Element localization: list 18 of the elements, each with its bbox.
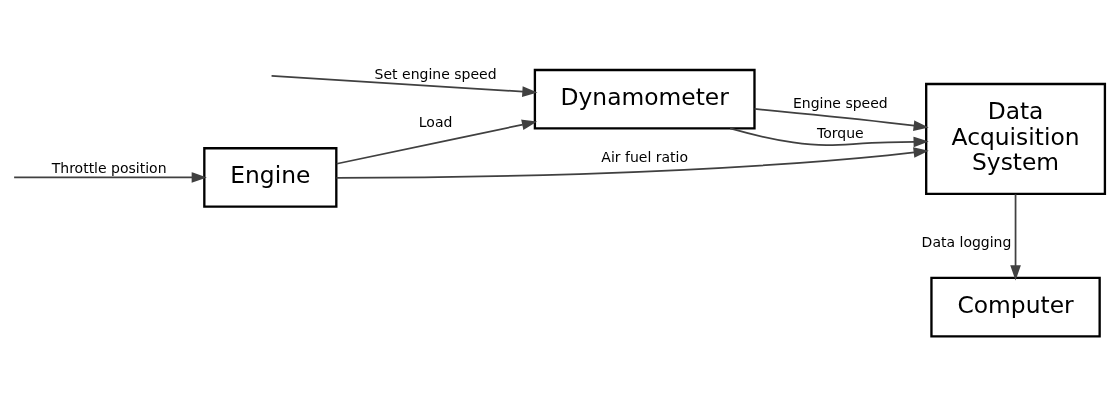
edge-label: Load <box>418 113 453 130</box>
edge-label: Set engine speed <box>374 65 497 82</box>
edge-label: Throttle position <box>51 160 167 176</box>
arrow <box>729 127 929 147</box>
arrow <box>13 171 207 183</box>
edge-label: Torque <box>817 124 864 141</box>
edge-label: Data logging <box>921 233 1012 250</box>
node-box: Computer <box>930 276 1101 337</box>
edge-label: Air fuel ratio <box>601 148 689 165</box>
arrow <box>1010 192 1021 281</box>
arrow <box>270 74 538 97</box>
node-box: Dynamometer <box>533 68 756 130</box>
edge-label: Engine speed <box>792 94 888 111</box>
arrow <box>335 119 538 165</box>
node-box: Data Acquisition System <box>925 82 1107 195</box>
arrow <box>335 146 929 179</box>
arrow <box>753 107 929 131</box>
node-box: Engine <box>203 146 338 208</box>
